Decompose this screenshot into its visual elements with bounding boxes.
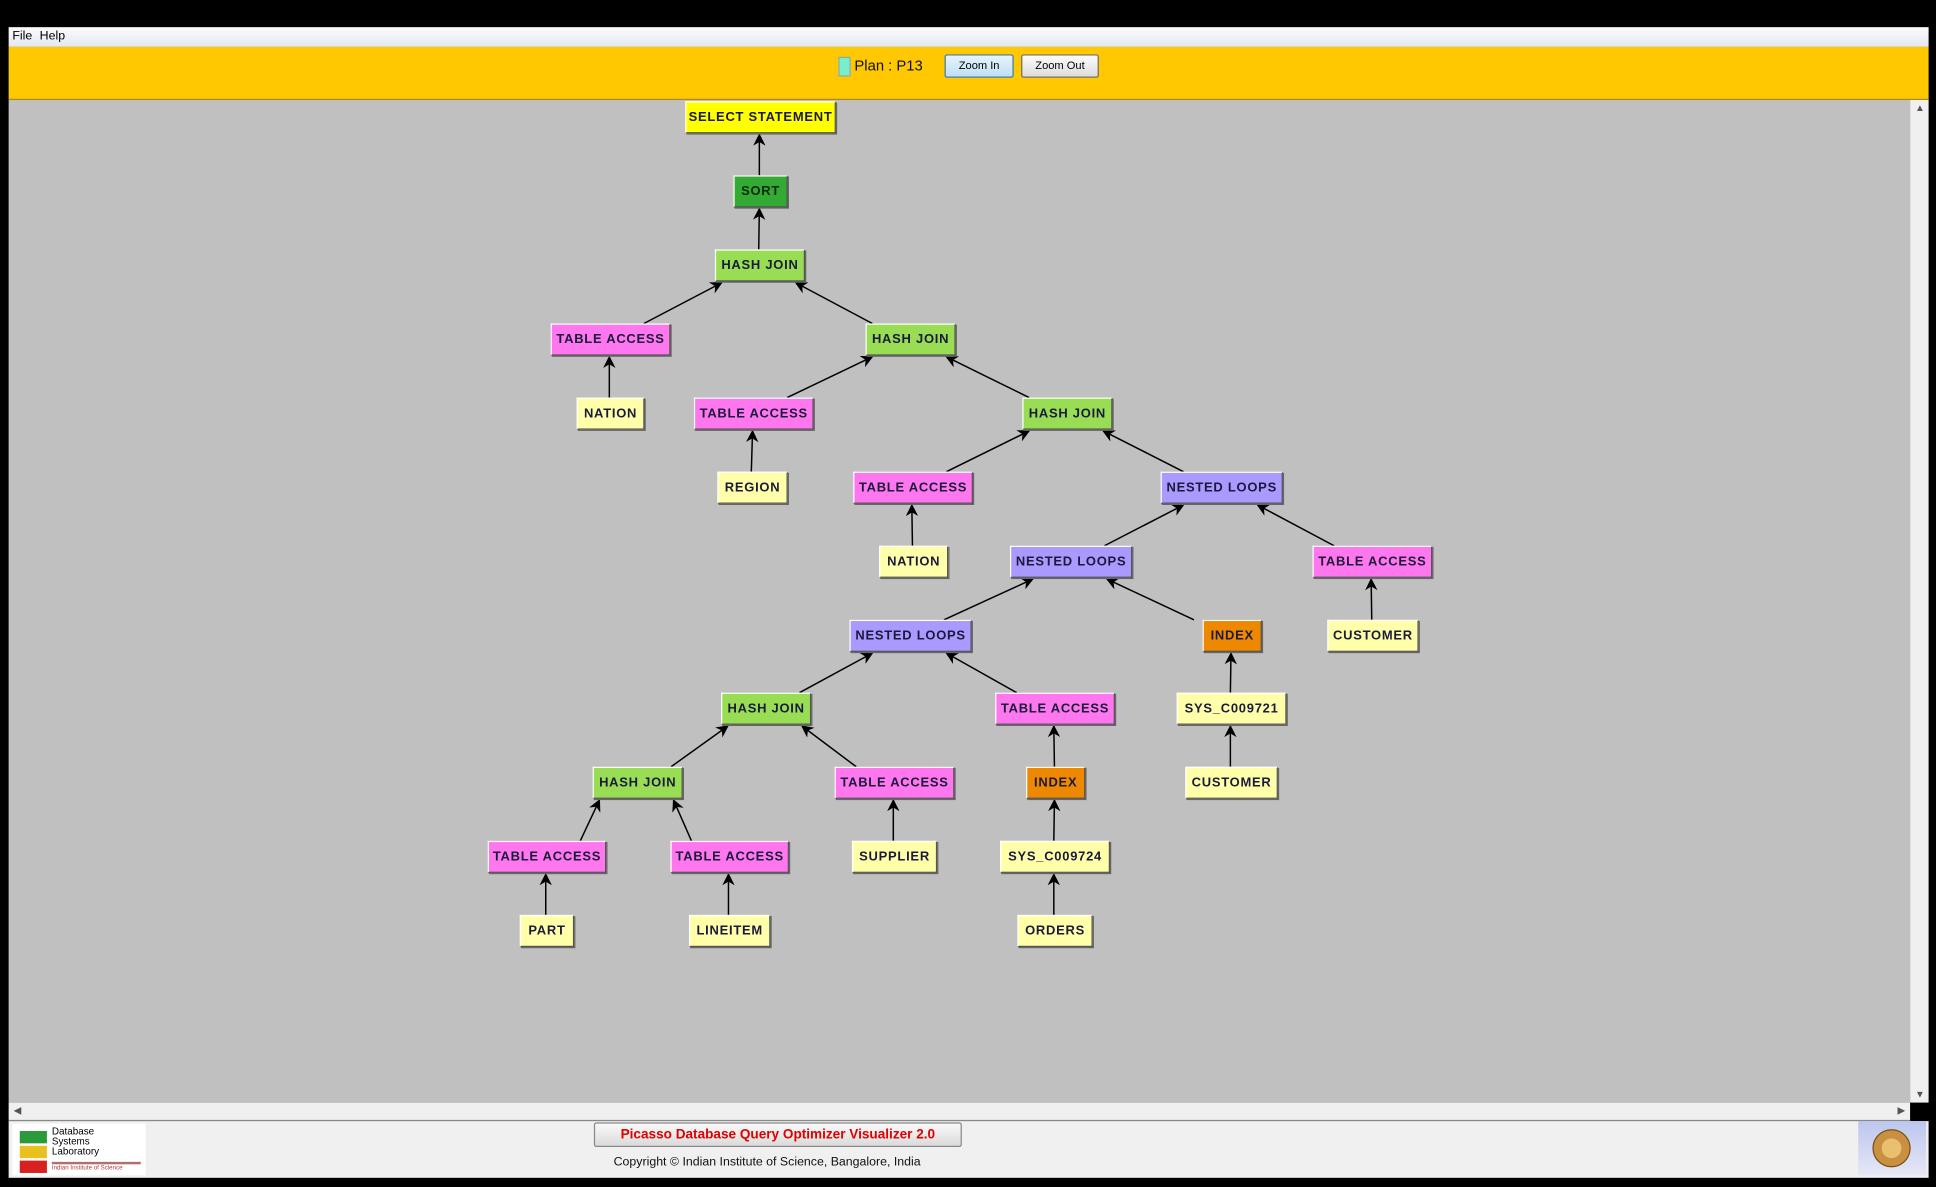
- zoom-out-button[interactable]: Zoom Out: [1021, 54, 1099, 78]
- plan-node-table[interactable]: TABLE ACCESS: [487, 840, 607, 873]
- footer: Database Systems Laboratory Indian Insti…: [8, 1121, 1929, 1178]
- zoom-in-button[interactable]: Zoom In: [944, 54, 1014, 78]
- plan-node-leaf[interactable]: LINEITEM: [688, 914, 771, 948]
- plan-edge-arrow: [1256, 504, 1335, 547]
- plan-edge-arrow: [945, 652, 1018, 694]
- plan-node-hashjoin[interactable]: HASH JOIN: [714, 249, 806, 282]
- menu-help[interactable]: Help: [39, 29, 66, 44]
- dsl-logo-icon: [19, 1130, 47, 1173]
- toolbar: Plan : P13 Zoom In Zoom Out: [8, 46, 1929, 101]
- plan-edge-arrow: [943, 578, 1034, 621]
- copyright-text: Copyright © Indian Institute of Science,…: [613, 1155, 921, 1170]
- logo-subtext: Indian Institute of Science: [51, 1161, 141, 1172]
- plan-edge-arrow: [752, 207, 766, 250]
- plan-edge-arrow: [946, 430, 1031, 473]
- plan-edge-arrow: [1365, 577, 1378, 620]
- plan-edge-arrow: [786, 356, 874, 399]
- title-bar: [0, 0, 1936, 28]
- plan-node-table[interactable]: TABLE ACCESS: [550, 323, 671, 356]
- plan-node-leaf[interactable]: NATION: [576, 397, 645, 430]
- plan-node-index[interactable]: INDEX: [1026, 766, 1086, 799]
- horizontal-scrollbar[interactable]: ◀▶: [8, 1102, 1911, 1122]
- plan-tree-edges: [539, 133, 1378, 915]
- plan-node-table[interactable]: TABLE ACCESS: [670, 840, 789, 873]
- vertical-scrollbar[interactable]: ▲▼: [1910, 100, 1929, 1103]
- plan-node-table[interactable]: TABLE ACCESS: [853, 471, 973, 504]
- plan-edge-arrow: [746, 429, 759, 472]
- plan-node-table[interactable]: TABLE ACCESS: [693, 397, 814, 430]
- plan-node-table[interactable]: TABLE ACCESS: [995, 692, 1115, 725]
- plan-node-hashjoin[interactable]: HASH JOIN: [1022, 397, 1113, 430]
- plan-node-select[interactable]: SELECT STATEMENT: [685, 101, 836, 134]
- menu-file[interactable]: File: [12, 29, 33, 44]
- plan-edge-arrow: [1102, 430, 1184, 473]
- plan-color-swatch: [838, 56, 851, 77]
- dsl-logo: Database Systems Laboratory Indian Insti…: [12, 1123, 146, 1176]
- menu-bar: File Help: [8, 27, 1929, 47]
- plan-edge-arrow: [794, 282, 873, 325]
- plan-node-table[interactable]: TABLE ACCESS: [834, 766, 955, 799]
- plan-node-leaf[interactable]: REGION: [717, 471, 788, 504]
- plan-node-leaf[interactable]: PART: [519, 914, 575, 948]
- plan-node-leaf[interactable]: SYS_C009724: [1000, 840, 1110, 873]
- logo-text: Database Systems Laboratory: [51, 1126, 100, 1157]
- plan-node-leaf[interactable]: SUPPLIER: [851, 840, 938, 873]
- plan-tree-canvas[interactable]: SELECT STATEMENT SORT HASH JOIN TABLE ACCES…: [8, 100, 1911, 1103]
- plan-node-hashjoin[interactable]: HASH JOIN: [865, 323, 956, 356]
- plan-node-index[interactable]: INDEX: [1202, 619, 1262, 652]
- app-title-button[interactable]: Picasso Database Query Optimizer Visuali…: [593, 1122, 962, 1148]
- plan-edge-arrow: [1105, 578, 1195, 621]
- plan-node-table[interactable]: TABLE ACCESS: [1312, 545, 1433, 578]
- plan-node-hashjoin[interactable]: HASH JOIN: [721, 692, 812, 725]
- plan-edge-arrow: [643, 282, 723, 325]
- plan-edge-arrow: [1224, 651, 1237, 693]
- iisc-seal-icon: [1858, 1121, 1927, 1176]
- plan-node-sort[interactable]: SORT: [733, 175, 788, 208]
- plan-node-nested[interactable]: NESTED LOOPS: [1160, 471, 1283, 504]
- plan-edge-arrow: [799, 652, 874, 694]
- plan-edge-arrow: [579, 798, 601, 842]
- plan-edge-arrow: [800, 725, 857, 768]
- plan-node-leaf[interactable]: ORDERS: [1017, 914, 1093, 948]
- plan-node-leaf[interactable]: CUSTOMER: [1327, 619, 1419, 652]
- plan-edge-arrow: [1047, 724, 1061, 767]
- window-bottom-edge: [0, 1177, 1936, 1187]
- plan-edge-arrow: [905, 503, 919, 546]
- plan-node-nested[interactable]: NESTED LOOPS: [849, 619, 972, 652]
- plan-label: Plan : P13: [854, 56, 923, 75]
- plan-node-leaf[interactable]: NATION: [879, 545, 949, 578]
- plan-node-leaf[interactable]: SYS_C009721: [1176, 692, 1287, 725]
- plan-edge-arrow: [672, 798, 693, 842]
- plan-node-nested[interactable]: NESTED LOOPS: [1009, 545, 1133, 578]
- plan-node-leaf[interactable]: CUSTOMER: [1185, 766, 1278, 799]
- plan-edge-arrow: [670, 725, 729, 768]
- plan-node-hashjoin[interactable]: HASH JOIN: [592, 766, 683, 799]
- plan-edge-arrow: [1048, 798, 1061, 841]
- plan-edge-arrow: [1104, 504, 1185, 547]
- plan-edge-arrow: [945, 356, 1030, 399]
